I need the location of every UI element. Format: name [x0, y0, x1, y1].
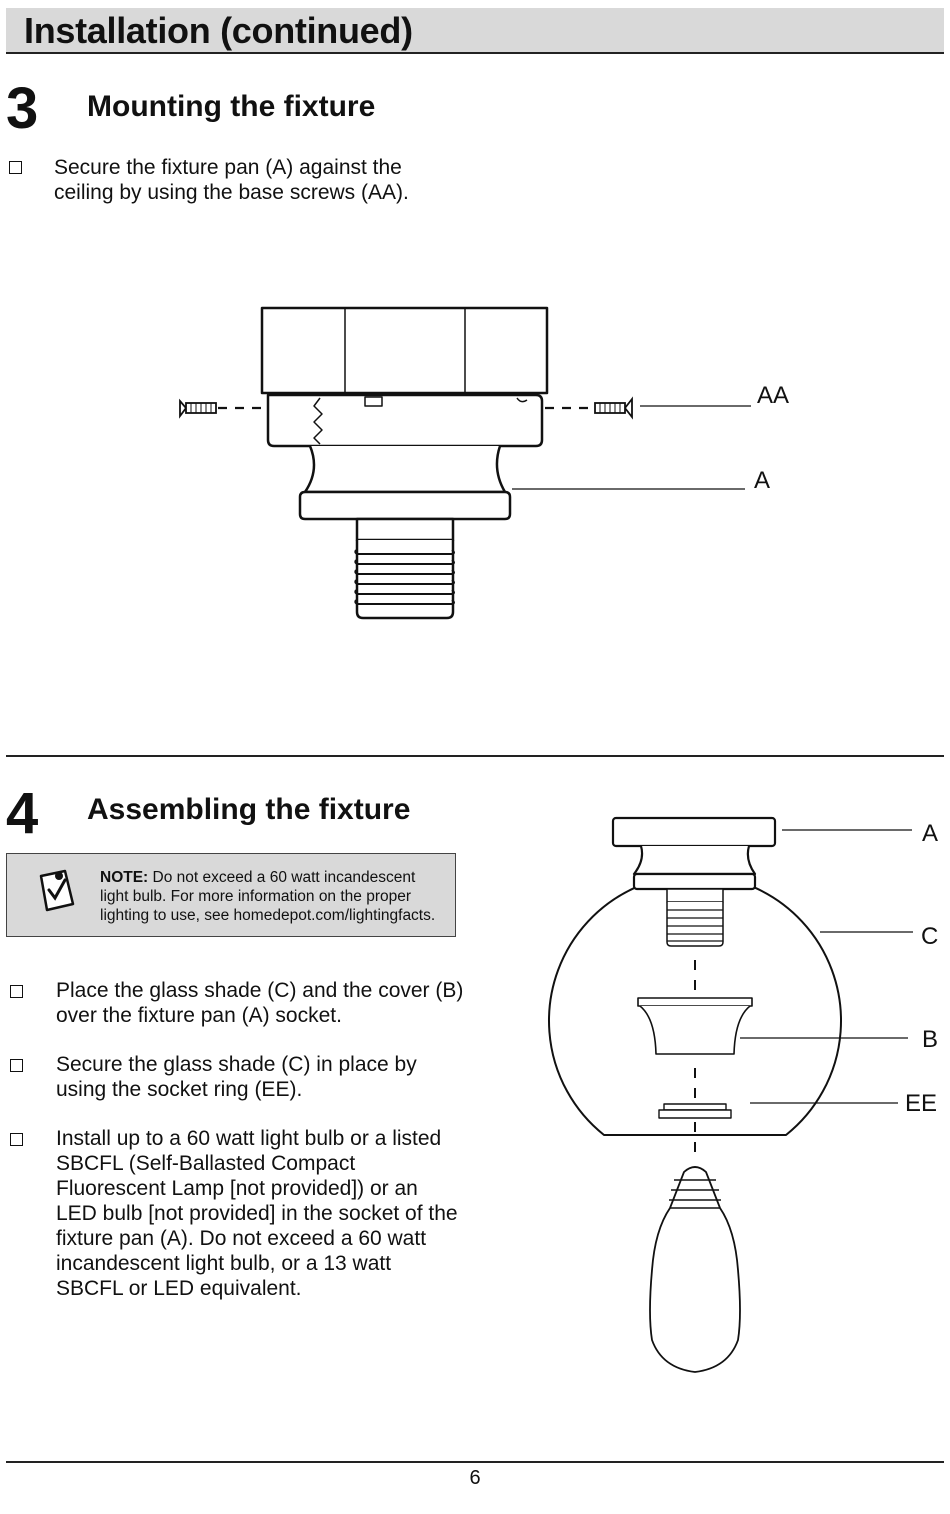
label-a: A — [754, 467, 771, 494]
note-icon — [39, 869, 75, 912]
step-4-instruction-3: Install up to a 60 watt light bulb or a … — [56, 1127, 458, 1300]
section-header: Installation (continued) — [6, 8, 944, 54]
section-divider — [6, 755, 944, 757]
footer-divider — [6, 1461, 944, 1463]
section-title: Installation (continued) — [24, 10, 413, 51]
step-3-instruction: Secure the fixture pan (A) against the c… — [54, 156, 409, 204]
mounting-diagram — [179, 306, 751, 620]
step-4-instruction-2: Secure the glass shade (C) in place by u… — [56, 1053, 417, 1101]
step-4-instruction-1: Place the glass shade (C) and the cover … — [56, 979, 464, 1027]
label-a-fixture-pan: A — [922, 820, 939, 847]
checkbox-icon[interactable] — [10, 1059, 23, 1072]
step-3-title: Mounting the fixture — [87, 90, 376, 123]
checkbox-icon[interactable] — [9, 161, 22, 174]
label-c-glass-shade: C — [921, 923, 939, 950]
checkbox-icon[interactable] — [10, 985, 23, 998]
assembly-diagram — [548, 816, 913, 1373]
label-b-cover: B — [922, 1026, 939, 1053]
checkbox-icon[interactable] — [10, 1133, 23, 1146]
page-number: 6 — [469, 1467, 481, 1489]
label-ee-socket-ring: EE — [905, 1090, 938, 1117]
label-aa: AA — [757, 382, 790, 409]
note-box: NOTE: Do not exceed a 60 watt incandesce… — [6, 853, 456, 937]
note-text: NOTE: Do not exceed a 60 watt incandesce… — [100, 869, 436, 924]
step-4-title: Assembling the fixture — [87, 793, 411, 826]
step-4-number: 4 — [6, 781, 39, 846]
step-3-number: 3 — [6, 76, 39, 141]
